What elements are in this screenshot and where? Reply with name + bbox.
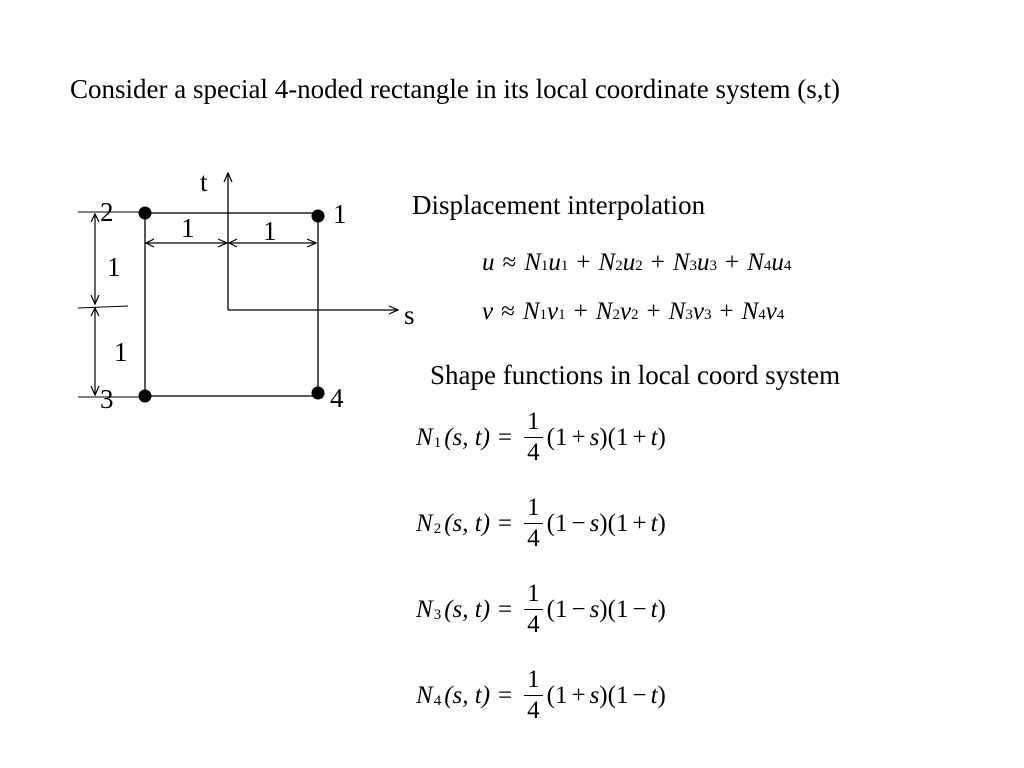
- node-label-1: 1: [333, 199, 347, 229]
- s-axis-label: s: [404, 300, 415, 330]
- node-2: [138, 206, 152, 220]
- node-4: [311, 386, 325, 400]
- ext-line-mid: [77, 305, 129, 309]
- dim-label-left-upper: 1: [107, 252, 121, 282]
- dim-label-top-right: 1: [263, 216, 277, 246]
- intro-text: Consider a special 4-noded rectangle in …: [70, 74, 841, 104]
- node-label-2: 2: [100, 197, 114, 227]
- node-1: [311, 209, 325, 223]
- dim-label-left-lower: 1: [114, 337, 128, 367]
- displacement-heading: Displacement interpolation: [412, 190, 706, 220]
- node-label-4: 4: [330, 383, 344, 413]
- element-rectangle: [144, 212, 319, 397]
- node-3: [138, 389, 152, 403]
- shape-functions-heading: Shape functions in local coord system: [430, 360, 841, 390]
- node-label-3: 3: [100, 384, 114, 414]
- dim-label-top-left: 1: [181, 213, 195, 243]
- t-axis-label: t: [200, 167, 208, 197]
